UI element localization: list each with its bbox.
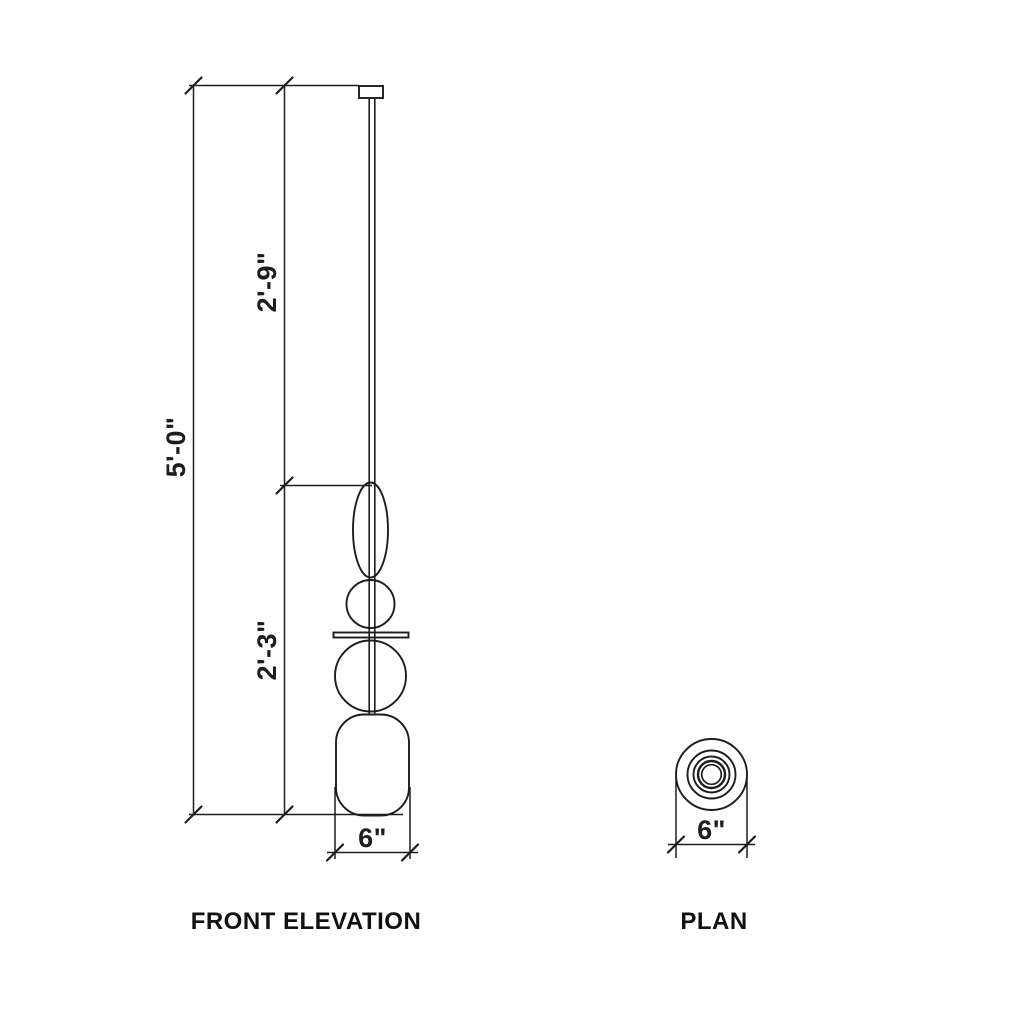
plan-concentric-circles: [675, 738, 748, 811]
tick-mark: [275, 476, 294, 495]
plan-title: PLAN: [680, 908, 747, 935]
large-sphere-shade: [334, 639, 407, 713]
extension-lines: [189, 84, 403, 816]
disc-element: [332, 631, 410, 639]
front-elevation-title: FRONT ELEVATION: [191, 908, 422, 935]
plan-stem-ring-outer: [696, 759, 727, 790]
suspension-height-label: 2'-9": [252, 252, 282, 313]
tick-mark: [737, 835, 757, 854]
dimension-ticks: [184, 76, 294, 824]
oval-glass-shade: [352, 481, 389, 579]
width-dimension: 6": [325, 787, 420, 862]
tick-mark: [184, 805, 203, 824]
plan-width-dimension-label: 6": [697, 815, 726, 845]
overall-height-label: 5'-0": [161, 417, 191, 478]
tick-mark: [275, 76, 294, 95]
width-dimension-label: 6": [358, 823, 387, 853]
plan-view: 6" PLAN: [666, 738, 757, 935]
plan-middle-circle: [686, 749, 737, 800]
small-sphere-shade: [345, 579, 396, 629]
tick-mark: [400, 843, 420, 862]
plan-inner-circle: [692, 755, 731, 794]
fixture-height-label: 2'-3": [252, 620, 282, 681]
plan-stem-ring-inner: [700, 763, 723, 786]
ceiling-canopy: [358, 85, 384, 99]
plan-width-dimension: 6": [666, 774, 757, 858]
tick-mark: [184, 76, 203, 95]
pendant-fixture: [332, 85, 410, 817]
tick-mark: [666, 835, 686, 854]
tick-mark: [275, 805, 294, 824]
cylinder-glass-shade: [335, 713, 410, 817]
front-elevation-view: 6" 5'-0" 2'-9" 2'-3" FRONT ELEVATION: [161, 76, 422, 935]
tick-mark: [325, 843, 345, 862]
